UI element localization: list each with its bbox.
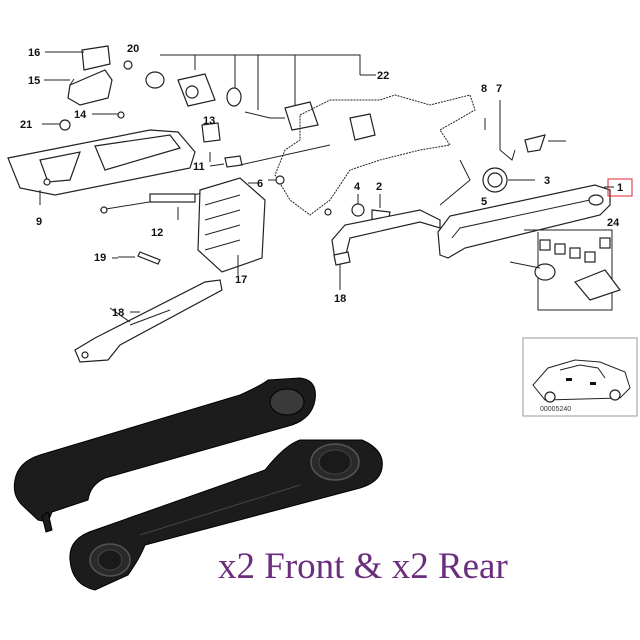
- part-15-16-bracket: [67, 45, 113, 106]
- part-18-handle-carrier: [331, 209, 441, 290]
- callout-5: 5: [481, 196, 487, 208]
- callout-24: 24: [607, 217, 620, 229]
- callout-1: 1: [617, 182, 623, 194]
- callout-12: 12: [151, 227, 163, 239]
- part-9-inner-handle-trim: [7, 129, 196, 205]
- small-fasteners-left: [42, 60, 133, 131]
- door-outline-sketch: [274, 94, 476, 216]
- front-handle-cover: [13, 377, 316, 533]
- callout-labels: 16 20 15 14 21 13 11 22 9 12 19 17 18 6 …: [20, 43, 623, 319]
- callout-4: 4: [354, 181, 361, 193]
- callout-22: 21: [20, 119, 32, 131]
- small-parts-2-4-6: [268, 175, 391, 223]
- callout-7: 7: [496, 83, 502, 95]
- parts-3-5-7-8: [482, 100, 566, 193]
- callout-19: 18: [112, 307, 124, 319]
- callout-3: 3: [544, 175, 550, 187]
- product-caption: x2 Front & x2 Rear: [218, 546, 508, 587]
- callout-11: 11: [193, 161, 205, 173]
- callout-15: 15: [28, 75, 40, 87]
- callout-21: 20: [127, 43, 139, 55]
- callout-13: 13: [203, 115, 215, 127]
- callout-9: 9: [36, 216, 42, 228]
- callout-17: 17: [235, 274, 247, 286]
- callout-16: 16: [28, 47, 40, 59]
- car-inset: 00005240: [522, 337, 638, 417]
- part-20-screw: [118, 251, 161, 265]
- part-23-lock-assembly: [145, 54, 376, 141]
- inset-code: 00005240: [540, 406, 571, 413]
- callout-18: 18: [334, 293, 346, 305]
- callout-20: 19: [94, 252, 106, 264]
- callout-23: 22: [377, 70, 389, 82]
- part-1-outer-handle: [437, 178, 633, 259]
- part-17-lock-mechanism: [197, 177, 266, 275]
- rear-handle-cover: [69, 439, 383, 591]
- callout-8: 8: [481, 83, 487, 95]
- callout-14: 14: [74, 109, 87, 121]
- callout-2: 2: [376, 181, 382, 193]
- part-24-lock-cylinder-set: [509, 229, 621, 311]
- parts-11-12-13-rods: [99, 122, 331, 214]
- callout-6: 6: [257, 178, 263, 190]
- part-19-bracket: [74, 279, 223, 363]
